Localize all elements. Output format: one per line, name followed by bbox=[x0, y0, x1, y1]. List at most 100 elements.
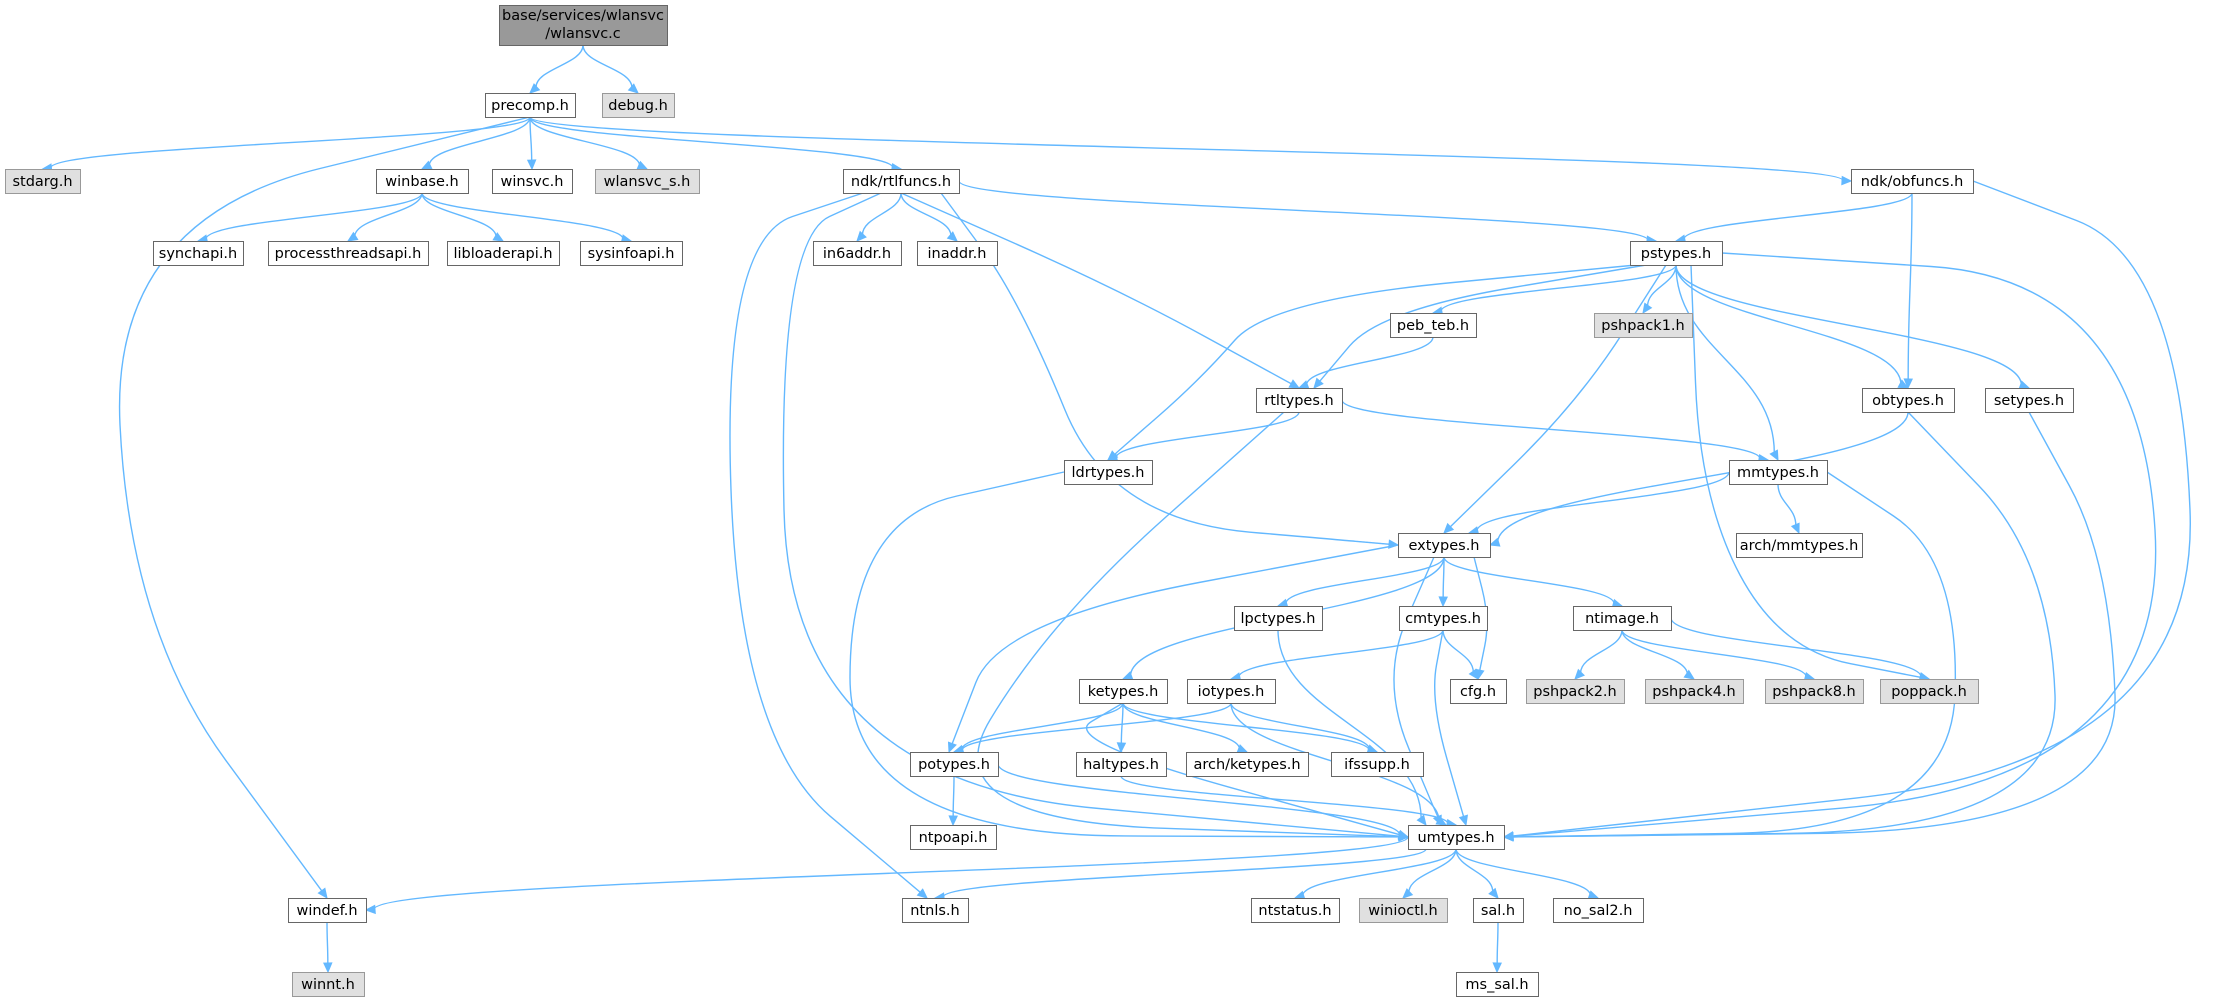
node-ntimage[interactable]: ntimage.h bbox=[1573, 606, 1672, 631]
node-box bbox=[1736, 533, 1863, 558]
edge-arrowhead bbox=[1642, 302, 1653, 315]
edge-line bbox=[1408, 848, 1457, 893]
node-box bbox=[1630, 241, 1723, 266]
edge-ntimage-to-pshpack2 bbox=[1574, 629, 1623, 680]
node-setypes[interactable]: setypes.h bbox=[1985, 388, 2074, 413]
edge-line bbox=[1230, 702, 1371, 750]
node-mmtypes[interactable]: mmtypes.h bbox=[1729, 460, 1828, 485]
node-poppack[interactable]: poppack.h bbox=[1880, 679, 1979, 704]
node-ifssupp[interactable]: ifssupp.h bbox=[1331, 752, 1424, 777]
node-box bbox=[1234, 606, 1323, 631]
node-box bbox=[1186, 752, 1309, 777]
node-label: windef.h bbox=[296, 903, 357, 919]
node-label: synchapi.h bbox=[159, 246, 237, 262]
node-pstypes[interactable]: pstypes.h bbox=[1630, 241, 1723, 266]
edge-rtlfuncs-to-umtypes bbox=[782, 192, 1410, 841]
node-precomp[interactable]: precomp.h bbox=[485, 93, 576, 118]
edge-line bbox=[1476, 471, 1730, 532]
node-box bbox=[602, 93, 675, 118]
edge-arrowhead bbox=[947, 741, 957, 754]
node-cmtypes[interactable]: cmtypes.h bbox=[1399, 606, 1488, 631]
edge-rtlfuncs-to-in6addr bbox=[856, 192, 902, 242]
node-in6addr[interactable]: in6addr.h bbox=[813, 241, 902, 266]
edge-line bbox=[1455, 848, 1592, 896]
node-label: ms_sal.h bbox=[1465, 977, 1528, 993]
node-obtypes[interactable]: obtypes.h bbox=[1862, 388, 1955, 413]
node-sysinfoapi[interactable]: sysinfoapi.h bbox=[580, 241, 683, 266]
node-box bbox=[1079, 679, 1168, 704]
edge-setypes-to-umtypes bbox=[1502, 411, 2116, 842]
node-box bbox=[595, 169, 700, 194]
edge-pstypes-to-rtltypes bbox=[1313, 264, 1647, 389]
node-winnt[interactable]: winnt.h bbox=[292, 972, 365, 997]
node-no-sal2[interactable]: no_sal2.h bbox=[1553, 898, 1644, 923]
node-ms-sal[interactable]: ms_sal.h bbox=[1456, 972, 1539, 997]
node-ntpoapi[interactable]: ntpoapi.h bbox=[910, 825, 997, 850]
node-ntstatus[interactable]: ntstatus.h bbox=[1251, 898, 1340, 923]
node-stdarg[interactable]: stdarg.h bbox=[5, 169, 81, 194]
node-wlansvc-s[interactable]: wlansvc_s.h bbox=[595, 169, 700, 194]
node-box bbox=[447, 241, 560, 266]
node-ntnls[interactable]: ntnls.h bbox=[902, 898, 969, 923]
edge-cmtypes-to-iotypes bbox=[1229, 629, 1444, 682]
node-windef[interactable]: windef.h bbox=[288, 898, 367, 923]
edge-line bbox=[1496, 411, 1909, 543]
node-ldrtypes[interactable]: ldrtypes.h bbox=[1064, 460, 1153, 485]
edge-arrowhead bbox=[948, 815, 958, 827]
edge-line bbox=[958, 180, 1649, 241]
edge-pstypes-to-ldrtypes bbox=[1107, 264, 1637, 461]
node-box bbox=[1456, 972, 1539, 997]
node-label: pshpack1.h bbox=[1601, 318, 1684, 334]
node-pshpack1[interactable]: pshpack1.h bbox=[1594, 313, 1693, 338]
node-rtlfuncs[interactable]: ndk/rtlfuncs.h bbox=[843, 169, 960, 194]
node-label: wlansvc_s.h bbox=[604, 174, 691, 190]
node-sal[interactable]: sal.h bbox=[1473, 898, 1524, 923]
edge-arrowhead bbox=[1288, 379, 1301, 389]
node-libloaderapi[interactable]: libloaderapi.h bbox=[447, 241, 560, 266]
node-root[interactable]: base/services/wlansvc/wlansvc.c bbox=[499, 5, 668, 46]
node-ketypes[interactable]: ketypes.h bbox=[1079, 679, 1168, 704]
node-potypes[interactable]: potypes.h bbox=[910, 752, 999, 777]
edge-arrowhead bbox=[1438, 596, 1448, 608]
node-debug[interactable]: debug.h bbox=[602, 93, 675, 118]
node-arch-ketypes[interactable]: arch/ketypes.h bbox=[1186, 752, 1309, 777]
node-label: lpctypes.h bbox=[1241, 611, 1316, 627]
node-box bbox=[1473, 898, 1524, 923]
node-pshpack8[interactable]: pshpack8.h bbox=[1765, 679, 1864, 704]
node-lpctypes[interactable]: lpctypes.h bbox=[1234, 606, 1323, 631]
edge-arrowhead bbox=[1574, 668, 1585, 680]
node-box bbox=[1398, 533, 1491, 558]
node-peb-teb[interactable]: peb_teb.h bbox=[1390, 313, 1477, 338]
node-winbase[interactable]: winbase.h bbox=[376, 169, 469, 194]
edge-line bbox=[49, 116, 531, 169]
node-extypes[interactable]: extypes.h bbox=[1398, 533, 1491, 558]
node-haltypes[interactable]: haltypes.h bbox=[1076, 752, 1167, 777]
node-box bbox=[292, 972, 365, 997]
node-arch-mmtypes[interactable]: arch/mmtypes.h bbox=[1736, 533, 1863, 558]
edge-arrowhead bbox=[420, 160, 433, 170]
edge-line bbox=[1683, 192, 1913, 240]
node-box bbox=[1076, 752, 1167, 777]
node-obfuncs[interactable]: ndk/obfuncs.h bbox=[1851, 169, 1974, 194]
node-inaddr[interactable]: inaddr.h bbox=[917, 241, 998, 266]
node-rtltypes[interactable]: rtltypes.h bbox=[1256, 388, 1343, 413]
node-label: libloaderapi.h bbox=[453, 246, 552, 262]
node-pshpack2[interactable]: pshpack2.h bbox=[1526, 679, 1625, 704]
node-iotypes[interactable]: iotypes.h bbox=[1187, 679, 1276, 704]
edge-line bbox=[1511, 252, 2157, 838]
node-processthreadsapi[interactable]: processthreadsapi.h bbox=[268, 241, 429, 266]
node-cfg[interactable]: cfg.h bbox=[1450, 679, 1507, 704]
root-label-line: /wlansvc.c bbox=[545, 26, 621, 42]
edge-cmtypes-to-cfg bbox=[1442, 629, 1479, 681]
node-winioctl[interactable]: winioctl.h bbox=[1359, 898, 1448, 923]
edge-line bbox=[529, 116, 894, 169]
node-box bbox=[1553, 898, 1644, 923]
node-umtypes[interactable]: umtypes.h bbox=[1408, 825, 1505, 850]
node-synchapi[interactable]: synchapi.h bbox=[153, 241, 244, 266]
node-pshpack4[interactable]: pshpack4.h bbox=[1645, 679, 1744, 704]
node-label: ntnls.h bbox=[910, 903, 959, 919]
node-winsvc[interactable]: winsvc.h bbox=[492, 169, 573, 194]
node-label: potypes.h bbox=[918, 757, 990, 773]
edge-line bbox=[428, 116, 531, 166]
edge-pstypes-to-setypes bbox=[1675, 264, 2031, 390]
